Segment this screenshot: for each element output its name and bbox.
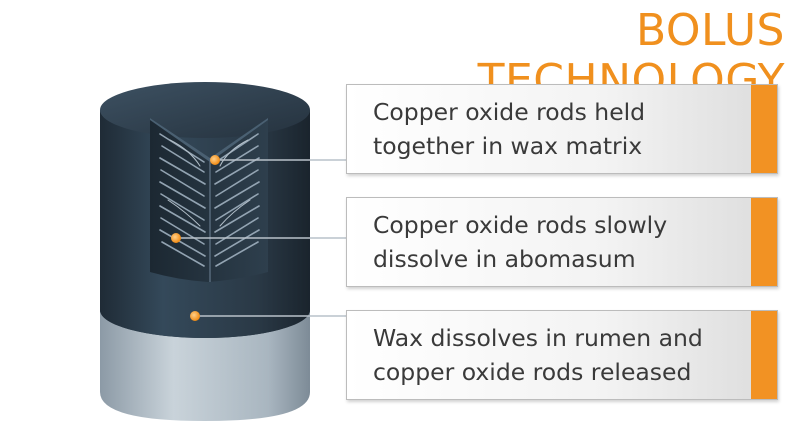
orange-accent-bar: [751, 311, 777, 399]
callout-line: Copper oxide rods held: [373, 98, 646, 126]
callout-line: dissolve in abomasum: [373, 245, 636, 273]
callout-line: copper oxide rods released: [373, 358, 692, 386]
orange-accent-bar: [751, 85, 777, 173]
callout-text: Wax dissolves in rumen and copper oxide …: [373, 321, 743, 389]
marker-dot-2: [171, 233, 181, 243]
copper-oxide-rods: [159, 133, 260, 267]
callout-line: together in wax matrix: [373, 132, 643, 160]
marker-dot-3: [190, 311, 200, 321]
callout-wax-matrix: Copper oxide rods held together in wax m…: [346, 84, 778, 174]
diagram-title: BOLUS TECHNOLOGY: [477, 5, 785, 106]
callout-line: Copper oxide rods slowly: [373, 211, 668, 239]
callout-rumen: Wax dissolves in rumen and copper oxide …: [346, 310, 778, 400]
callout-abomasum: Copper oxide rods slowly dissolve in abo…: [346, 197, 778, 287]
callout-text: Copper oxide rods slowly dissolve in abo…: [373, 208, 743, 276]
orange-accent-bar: [751, 198, 777, 286]
callout-line: Wax dissolves in rumen and: [373, 324, 703, 352]
marker-dot-1: [210, 155, 220, 165]
marker-dots: [171, 155, 220, 321]
callout-text: Copper oxide rods held together in wax m…: [373, 95, 743, 163]
leader-lines: [176, 159, 347, 317]
